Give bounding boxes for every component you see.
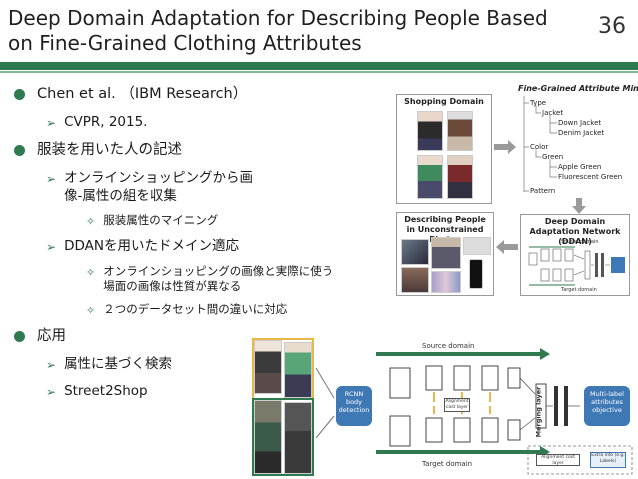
bullet-text: ２つのデータセット間の違いに対応 bbox=[103, 302, 288, 316]
phone-photo bbox=[469, 259, 483, 289]
street-photo bbox=[401, 267, 429, 293]
sub-bullet-item: ➢ DDANを用いたドメイン適応 bbox=[46, 237, 394, 256]
bullet-text: DDANを用いたドメイン適応 bbox=[64, 238, 239, 254]
target-images-frame bbox=[252, 398, 314, 476]
alignment-cost-box: Alignment cost layer bbox=[536, 454, 580, 466]
arrow-bullet-icon: ➢ bbox=[46, 385, 57, 399]
rcnn-box: RCNN body detection bbox=[336, 386, 372, 426]
bullet-text: 応用 bbox=[37, 328, 66, 344]
extra-info-box: Extra info (e.g. Labels) bbox=[590, 452, 626, 468]
bullet-item: 服装を用いた人の記述 bbox=[14, 140, 394, 160]
arrow-bullet-icon: ➢ bbox=[46, 116, 57, 130]
tree-node: Denim Jacket bbox=[558, 129, 605, 137]
tree-node: Apple Green bbox=[558, 163, 602, 171]
attribute-tree: Type Jacket Down Jacket Denim Jacket Col… bbox=[520, 96, 630, 206]
bullet-item: 応用 bbox=[14, 326, 394, 346]
bullet-text: 属性に基づく検索 bbox=[64, 356, 173, 372]
diamond-bullet-icon: ✧ bbox=[86, 215, 96, 228]
tree-node: Color bbox=[530, 143, 549, 151]
source-domain-label: Source domain bbox=[422, 342, 475, 350]
sub-bullet-item: ➢ 属性に基づく検索 bbox=[46, 355, 394, 374]
bullet-text: CVPR, 2015. bbox=[64, 114, 148, 130]
product-photo bbox=[417, 111, 443, 151]
fga-title: Fine-Grained Attribute Mining bbox=[518, 84, 638, 93]
street-photo bbox=[401, 239, 429, 265]
sub-sub-bullet-item: ✧ 服装属性のマイニング bbox=[86, 213, 394, 229]
arrow-bullet-icon: ➢ bbox=[46, 172, 57, 186]
multi-label-objective-box: Multi-label attributes objective bbox=[584, 386, 630, 426]
merging-layer-label: Merging layer bbox=[534, 386, 543, 438]
bullet-dot-icon bbox=[14, 89, 25, 100]
mini-source-label: Source domain bbox=[561, 239, 599, 245]
title-underline-thin bbox=[0, 71, 638, 73]
arrow-bullet-icon: ➢ bbox=[46, 358, 57, 372]
bullet-dot-icon bbox=[14, 145, 25, 156]
bullet-dot-icon bbox=[14, 331, 25, 342]
bullet-text: 服装を用いた人の記述 bbox=[37, 142, 182, 158]
tree-node: Fluorescent Green bbox=[558, 173, 623, 181]
describing-people-box: Describing People in Unconstrained Photo… bbox=[396, 212, 494, 296]
ddan-label: Deep Domain Adaptation Network (DDAN) bbox=[529, 217, 621, 246]
product-photo bbox=[417, 155, 443, 199]
slide-title: Deep Domain Adaptation for Describing Pe… bbox=[8, 6, 548, 55]
tree-node: Down Jacket bbox=[558, 119, 602, 127]
overview-figure: Shopping Domain Fine-Grained Attribute M… bbox=[392, 80, 638, 298]
input-photo bbox=[254, 340, 282, 394]
input-photo bbox=[284, 342, 312, 398]
arrow-bullet-icon: ➢ bbox=[46, 240, 57, 254]
network-diagram bbox=[315, 348, 633, 475]
title-underline bbox=[0, 62, 638, 70]
mini-network-diagram bbox=[528, 246, 625, 286]
street-photo bbox=[431, 271, 461, 293]
bullet-item: Chen et al. （IBM Research） bbox=[14, 84, 394, 104]
sub-bullet-item: ➢ Street2Shop bbox=[46, 382, 394, 401]
sub-sub-bullet-item: ✧ ２つのデータセット間の違いに対応 bbox=[86, 302, 394, 318]
mini-target-label: Target domain bbox=[561, 287, 597, 293]
sub-bullet-item: ➢ オンラインショッピングから画像-属性の組を収集 bbox=[46, 169, 394, 205]
diamond-bullet-icon: ✧ bbox=[86, 266, 96, 279]
architecture-figure: RCNN body detection Source domain Target… bbox=[250, 328, 634, 478]
tree-node: Pattern bbox=[530, 187, 556, 195]
bullet-text: Street2Shop bbox=[64, 383, 148, 399]
street-photo bbox=[431, 237, 461, 269]
arrow-down-icon bbox=[572, 198, 586, 214]
bullet-text: オンラインショッピングから画像-属性の組を収集 bbox=[64, 170, 254, 204]
bullet-list: Chen et al. （IBM Research） ➢CVPR, 2015. … bbox=[14, 84, 394, 409]
arrow-left-icon bbox=[496, 240, 518, 254]
bullet-text: Chen et al. （IBM Research） bbox=[37, 86, 248, 102]
shopping-domain-box: Shopping Domain bbox=[396, 94, 492, 204]
tree-node: Jacket bbox=[542, 109, 564, 117]
product-photo bbox=[447, 155, 473, 199]
ddan-box: Deep Domain Adaptation Network (DDAN) So… bbox=[520, 214, 630, 296]
street-photo bbox=[463, 237, 491, 255]
sub-sub-bullet-item: ✧ オンラインショッピングの画像と実際に使う場面の画像は性質が異なる bbox=[86, 264, 394, 294]
input-photo bbox=[284, 402, 312, 474]
target-domain-label: Target domain bbox=[422, 460, 473, 468]
page-number: 36 bbox=[598, 14, 626, 39]
arrow-right-icon bbox=[494, 140, 516, 154]
tree-node: Type bbox=[530, 99, 547, 107]
diamond-bullet-icon: ✧ bbox=[86, 304, 96, 317]
bullet-text: オンラインショッピングの画像と実際に使う場面の画像は性質が異なる bbox=[103, 264, 334, 293]
product-photo bbox=[447, 111, 473, 151]
bullet-text: 服装属性のマイニング bbox=[103, 213, 219, 227]
shopping-domain-label: Shopping Domain bbox=[404, 97, 484, 106]
tree-node: Green bbox=[542, 153, 564, 161]
input-photo bbox=[254, 400, 282, 474]
sub-bullet-item: ➢ CVPR, 2015. bbox=[46, 113, 394, 132]
alignment-cost-box: Alignment cost layer bbox=[444, 398, 470, 412]
tree-lines bbox=[523, 96, 557, 192]
